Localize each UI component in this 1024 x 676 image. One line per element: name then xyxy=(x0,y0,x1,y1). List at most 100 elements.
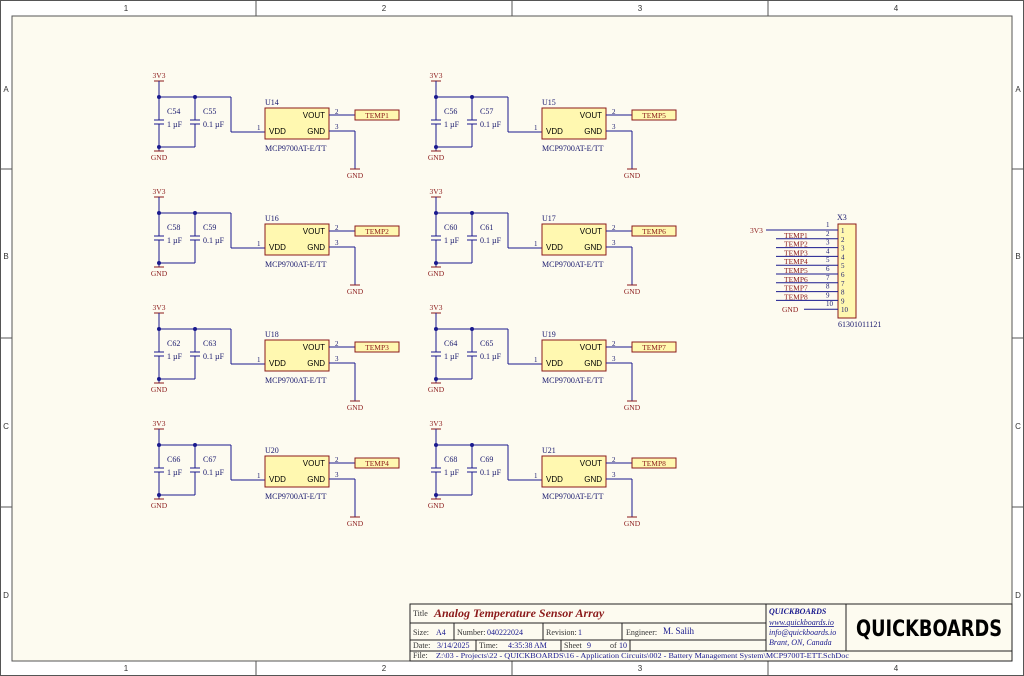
ic-part-number: MCP9700AT-E/TT xyxy=(542,144,604,153)
connector-pin-number: 9 xyxy=(826,291,830,299)
ground-net-label: GND xyxy=(151,501,168,510)
cap-value: 0.1 µF xyxy=(203,120,225,129)
company-name: QUICKBOARDS xyxy=(769,607,827,616)
pin-number: 3 xyxy=(612,355,616,363)
net-label-box xyxy=(631,457,677,469)
connector-x3: X3 61301011121 113V322TEMP133TEMP244TEMP… xyxy=(750,213,881,329)
connector-net-label: TEMP6 xyxy=(784,275,808,284)
row-labels-right: A B C D xyxy=(1015,85,1021,600)
pin-number: 1 xyxy=(534,472,538,480)
connector-net-label: TEMP7 xyxy=(784,284,808,293)
cap-ref: C60 xyxy=(444,223,457,232)
power-port-3v3: 3V3 xyxy=(153,419,166,430)
power-net-label: 3V3 xyxy=(153,303,166,312)
cap-ref: C67 xyxy=(203,455,216,464)
pin-name-vout: VOUT xyxy=(580,343,602,352)
net-label-temp7: TEMP7 xyxy=(631,341,677,353)
connector-pin-inner-number: 4 xyxy=(841,253,845,261)
pin-number: 3 xyxy=(612,239,616,247)
cap-ref: C58 xyxy=(167,223,180,232)
pin-number: 1 xyxy=(257,124,261,132)
pin-name-gnd: GND xyxy=(584,475,602,484)
row-label: D xyxy=(3,591,9,600)
cap-value: 0.1 µF xyxy=(480,468,502,477)
pin-number: 3 xyxy=(612,123,616,131)
connector-net-label: TEMP8 xyxy=(784,292,808,301)
cap-value: 1 µF xyxy=(167,120,183,129)
pin-number: 1 xyxy=(534,124,538,132)
pin-number: 3 xyxy=(335,471,339,479)
ic-ref: U21 xyxy=(542,446,556,455)
revision-value: 1 xyxy=(578,628,582,637)
col-label: 1 xyxy=(124,4,129,13)
connector-pin-inner-number: 8 xyxy=(841,289,845,297)
pin-number: 3 xyxy=(335,239,339,247)
ic-body xyxy=(264,223,330,256)
connector-pin-inner-number: 3 xyxy=(841,245,845,253)
cap-value: 0.1 µF xyxy=(203,468,225,477)
pin-name-vdd: VDD xyxy=(546,243,563,252)
pin-number: 1 xyxy=(257,240,261,248)
net-label-text: TEMP7 xyxy=(642,343,666,352)
power-port-3v3: 3V3 xyxy=(153,303,166,314)
net-label-temp4: TEMP4 xyxy=(354,457,400,469)
net-label-box xyxy=(354,457,400,469)
company-logo: QUICKBOARDS xyxy=(856,617,1002,642)
ic-ref: U14 xyxy=(265,98,279,107)
connector-net-label: TEMP1 xyxy=(784,231,808,240)
net-label-box xyxy=(354,225,400,237)
ground-net-label: GND xyxy=(624,171,641,180)
net-label-box xyxy=(354,341,400,353)
connector-pin-number: 7 xyxy=(826,274,830,282)
time-value: 4:35:38 AM xyxy=(508,641,547,650)
pin-name-gnd: GND xyxy=(307,359,325,368)
pin-name-vdd: VDD xyxy=(269,475,286,484)
ground-port: GND xyxy=(151,498,168,510)
cap-ref: C69 xyxy=(480,455,493,464)
ic-part-number: MCP9700AT-E/TT xyxy=(265,144,327,153)
net-label-temp3: TEMP3 xyxy=(354,341,400,353)
company-email[interactable]: info@quickboards.io xyxy=(769,628,836,637)
number-value: 040222024 xyxy=(487,628,523,637)
power-net-label: 3V3 xyxy=(430,71,443,80)
ground-port: GND xyxy=(151,150,168,162)
title-block: Title Analog Temperature Sensor Array Si… xyxy=(409,603,1013,662)
net-label-text: TEMP6 xyxy=(642,227,666,236)
pin-name-vdd: VDD xyxy=(546,475,563,484)
pin-number: 2 xyxy=(335,108,339,116)
ic-part-number: MCP9700AT-E/TT xyxy=(265,376,327,385)
ground-port: GND xyxy=(428,150,445,162)
company-website[interactable]: www.quickboards.io xyxy=(769,618,834,627)
row-label: D xyxy=(1015,591,1021,600)
net-label-temp1: TEMP1 xyxy=(354,109,400,121)
pin-name-vout: VOUT xyxy=(303,111,325,120)
ground-net-label: GND xyxy=(151,269,168,278)
ic-part-number: MCP9700AT-E/TT xyxy=(265,492,327,501)
connector-pin-number: 3 xyxy=(826,239,830,247)
cap-value: 1 µF xyxy=(167,352,183,361)
connector-net-label: TEMP2 xyxy=(784,240,808,249)
cap-ref: C54 xyxy=(167,107,180,116)
pin-number: 1 xyxy=(257,472,261,480)
pin-name-gnd: GND xyxy=(584,243,602,252)
power-net-label: 3V3 xyxy=(153,419,166,428)
pin-number: 3 xyxy=(335,355,339,363)
connector-pin-number: 4 xyxy=(826,247,830,255)
cap-value: 1 µF xyxy=(444,120,460,129)
net-label-box xyxy=(631,225,677,237)
ground-net-label: GND xyxy=(624,287,641,296)
net-label-text: TEMP5 xyxy=(642,111,666,120)
cap-ref: C57 xyxy=(480,107,493,116)
cap-value: 1 µF xyxy=(444,352,460,361)
